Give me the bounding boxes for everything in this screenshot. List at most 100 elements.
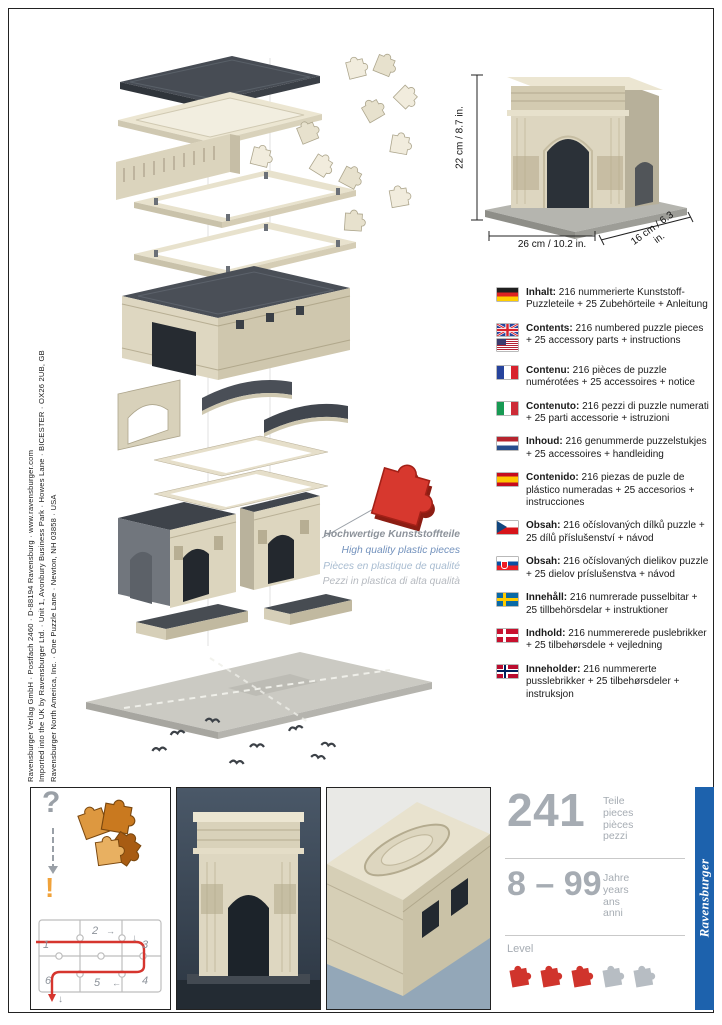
divider bbox=[505, 858, 685, 859]
step-number: 5 bbox=[94, 977, 101, 989]
top-view-illustration bbox=[327, 788, 490, 1009]
arrow-down-glyph: ↓ bbox=[58, 994, 63, 1005]
level-piece-icon bbox=[602, 965, 625, 988]
quality-note: Hochwertige Kunststoffteile High quality… bbox=[300, 527, 460, 590]
lang-entry-italian: Contenuto: 216 pezzi di puzzle numerati … bbox=[497, 401, 711, 426]
step-number: 3 bbox=[142, 939, 149, 951]
age-words: Jahre years ans anni bbox=[603, 872, 630, 920]
imprint-line-1: Ravensburger Verlag GmbH · Postfach 2460… bbox=[26, 449, 35, 782]
flag-germany-icon bbox=[497, 288, 518, 301]
step-number: 1 bbox=[43, 939, 49, 951]
arrow-left-glyph: ← bbox=[112, 978, 121, 988]
exclamation-mark: ! bbox=[45, 872, 55, 903]
step-number: 2 bbox=[91, 925, 98, 937]
quality-line-en: High quality plastic pieces bbox=[341, 544, 460, 556]
lang-label: Inneholder: bbox=[526, 663, 581, 675]
divider bbox=[505, 935, 685, 936]
ravensburger-wordmark: Ravensburger bbox=[696, 858, 712, 938]
lang-text: 216 očíslovaných dílků puzzle + 25 dílů … bbox=[526, 520, 705, 544]
flag-denmark-icon bbox=[497, 628, 518, 642]
lang-entry-english: Contents: 216 numbered puzzle pieces + 2… bbox=[497, 323, 711, 354]
front-view-photo bbox=[176, 787, 321, 1010]
publisher-imprint: Ravensburger Verlag GmbH · Postfach 2460… bbox=[25, 222, 61, 782]
lang-entry-dutch: Inhoud: 216 genummerde puzzelstukjes + 2… bbox=[497, 436, 711, 461]
red-puzzle-piece-icon bbox=[321, 464, 435, 539]
imprint-line-2: Imported into the UK by Ravensburger Ltd… bbox=[37, 350, 47, 782]
border-frame bbox=[8, 8, 714, 1013]
age-range: 8 – 99 bbox=[507, 865, 602, 903]
lang-entry-spanish: Contenido: 216 piezas de puzle de plásti… bbox=[497, 472, 711, 509]
flag-spain-icon bbox=[497, 473, 518, 487]
flag-italy-icon bbox=[497, 401, 518, 415]
pieces-word-it: pezzi bbox=[603, 830, 628, 843]
arrow-right-glyph: → bbox=[106, 926, 115, 936]
imprint-line-3: Ravensburger North America, Inc. · One P… bbox=[48, 494, 58, 782]
lang-entry-czech: Obsah: 216 očíslovaných dílků puzzle + 2… bbox=[497, 520, 711, 545]
age-word-fr: ans bbox=[603, 895, 620, 908]
top-view-photo bbox=[326, 787, 491, 1010]
lang-text: 216 pièces de puzzle numérotées + 25 acc… bbox=[526, 364, 695, 389]
loose-pieces-illustration bbox=[77, 799, 142, 867]
lang-text: 216 nummererede puslebrikker + 25 tilbeh… bbox=[526, 627, 707, 652]
age-word-it: anni bbox=[603, 907, 623, 920]
lang-label: Inhoud: bbox=[526, 436, 563, 448]
arrow-down-dashed bbox=[48, 828, 58, 874]
stats-panel: 241 Teile pieces pièces pezzi 8 – 99 Jah… bbox=[497, 784, 714, 1010]
step-number: 6 bbox=[45, 975, 52, 987]
lang-label: Indhold: bbox=[526, 627, 566, 639]
level-piece-icon bbox=[540, 965, 563, 988]
lang-entry-danish: Indhold: 216 nummererede puslebrikker + … bbox=[497, 628, 711, 653]
assembled-model-photo bbox=[471, 74, 694, 246]
level-piece-icon bbox=[571, 965, 594, 988]
assembly-order-diagram: 1 2 3 4 5 6 → ↓ ← ↓ bbox=[36, 919, 162, 1005]
flag-slovakia-icon bbox=[497, 557, 518, 571]
pieces-word-de: Teile bbox=[603, 795, 625, 807]
flag-sweden-icon bbox=[497, 593, 518, 607]
lang-entry-norwegian: Inneholder: 216 nummererte pusslebrikker… bbox=[497, 664, 711, 701]
lang-text: 216 genummerde puzzelstukjes + 25 access… bbox=[526, 436, 707, 460]
exploded-assembly-diagram bbox=[86, 50, 432, 766]
level-piece-icon bbox=[633, 965, 656, 988]
pieces-word-en: pieces bbox=[603, 806, 634, 819]
assembly-instructions-panel: ? ! 1 2 bbox=[30, 787, 171, 1010]
flag-norway-icon bbox=[497, 664, 518, 678]
level-label: Level bbox=[507, 943, 534, 955]
lang-label: Contents: bbox=[526, 322, 573, 334]
quality-line-de: Hochwertige Kunststoffteile bbox=[323, 529, 460, 540]
arrow-down-glyph: ↓ bbox=[132, 933, 137, 944]
front-view-illustration bbox=[177, 788, 320, 1009]
lang-entry-swedish: Innehåll: 216 numrerade pusselbitar + 25… bbox=[497, 592, 711, 617]
level-indicator bbox=[507, 959, 657, 988]
height-dimension-label: 22 cm / 8.7 in. bbox=[454, 106, 466, 169]
lang-text: 216 nummerierte Kunststoff-Puzzleteile +… bbox=[526, 287, 708, 311]
pieces-word-fr: pièces bbox=[603, 818, 634, 831]
lang-text: 216 nummererte pusslebrikker + 25 tilbeh… bbox=[526, 663, 680, 700]
age-word-de: Jahre bbox=[603, 872, 630, 884]
quality-line-fr: Pièces en plastique de qualité bbox=[323, 560, 460, 572]
question-mark: ? bbox=[42, 787, 61, 819]
lang-entry-slovak: Obsah: 216 očíslovaných dielikov puzzle … bbox=[497, 556, 711, 581]
age-word-en: years bbox=[603, 883, 629, 896]
lang-entry-french: Contenu: 216 pièces de puzzle numérotées… bbox=[497, 365, 711, 390]
width-dimension-label: 26 cm / 10.2 in. bbox=[517, 239, 587, 250]
flag-netherlands-icon bbox=[497, 437, 518, 451]
lang-label: Obsah: bbox=[526, 520, 561, 532]
lang-label: Inhalt: bbox=[526, 287, 556, 298]
lang-label: Contenuto: bbox=[526, 400, 580, 412]
lang-text: 216 očíslovaných dielikov puzzle + 25 di… bbox=[526, 556, 709, 580]
pieces-words: Teile pieces pièces pezzi bbox=[603, 795, 634, 843]
lang-text: 216 piezas de puzle de plástico numerada… bbox=[526, 472, 695, 509]
flag-united-kingdom-icon bbox=[497, 323, 518, 336]
quality-line-it: Pezzi in plastica di alta qualità bbox=[322, 576, 460, 588]
lang-text: 216 numbered puzzle pieces + 25 accessor… bbox=[526, 322, 704, 347]
pieces-count: 241 bbox=[507, 784, 586, 836]
flag-czech-republic-icon bbox=[497, 521, 518, 535]
lang-label: Obsah: bbox=[526, 556, 561, 568]
lang-label: Contenu: bbox=[526, 364, 570, 376]
level-piece-icon bbox=[509, 965, 532, 988]
lang-label: Innehåll: bbox=[526, 592, 568, 604]
flag-france-icon bbox=[497, 365, 518, 379]
ravensburger-logo-bar: Ravensburger bbox=[695, 787, 714, 1010]
step-number: 4 bbox=[142, 975, 148, 987]
